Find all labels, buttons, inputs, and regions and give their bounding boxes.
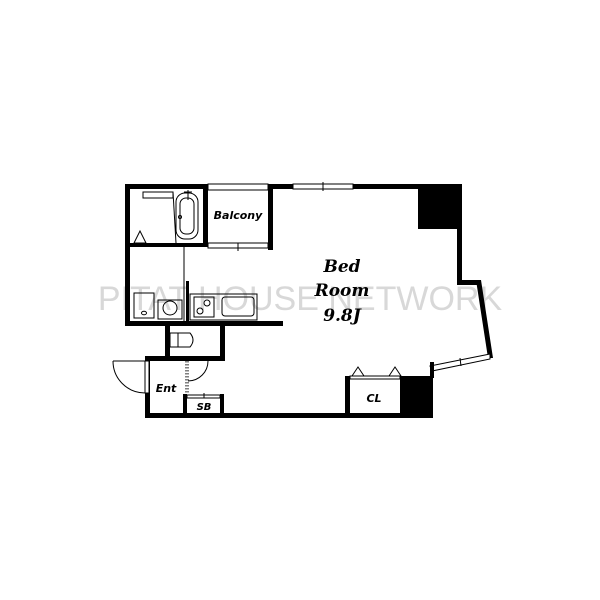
entrance-door-icon xyxy=(112,360,150,394)
closet-door-marker-icon xyxy=(351,366,365,377)
closet-door-marker-icon xyxy=(388,366,402,377)
bathtub-icon xyxy=(175,190,199,240)
toilet-icon xyxy=(169,332,194,348)
closet-door xyxy=(349,375,401,380)
balcony-rail-top xyxy=(207,183,269,191)
slanted-wall xyxy=(476,280,493,358)
watermark: PITAT HOUSE NETWORK xyxy=(98,280,503,318)
bedroom-label-line1: Bed xyxy=(322,257,360,277)
bath-counter xyxy=(142,191,174,199)
window-bedroom-right xyxy=(429,353,491,372)
washing-machine-icon xyxy=(133,292,155,319)
bedroom-label-line2: Room xyxy=(314,281,370,301)
balcony-label: Balcony xyxy=(214,209,263,222)
closet-label: CL xyxy=(366,392,381,405)
wash-basin-icon xyxy=(157,299,183,320)
door-marker-icon xyxy=(133,229,147,244)
shoe-box-label: SB xyxy=(197,402,212,413)
kitchen-counter xyxy=(189,293,258,321)
bedroom-size: 9.8J xyxy=(323,306,362,326)
entrance-label: Ent xyxy=(156,382,177,395)
interior-door-icon xyxy=(185,360,209,394)
